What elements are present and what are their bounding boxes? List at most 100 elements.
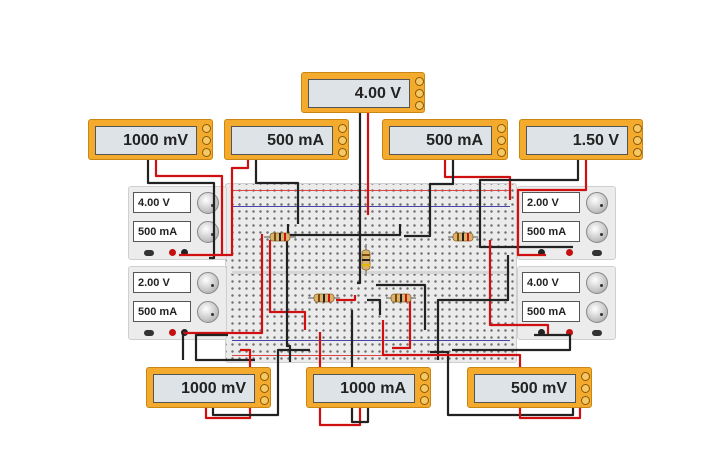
wire-black[interactable] (430, 350, 575, 417)
meter-display: 1000 mV (95, 126, 197, 155)
negative-terminal[interactable] (538, 329, 545, 336)
wire-red[interactable] (336, 295, 357, 302)
mode-button-a[interactable] (497, 124, 506, 133)
mode-button-a[interactable] (202, 124, 211, 133)
meter-display: 1.50 V (526, 126, 628, 155)
wire-red[interactable] (179, 160, 250, 257)
power-supply-left-bottom[interactable]: 2.00 V 500 mA (128, 266, 227, 340)
resistor[interactable] (308, 293, 340, 303)
negative-terminal[interactable] (181, 249, 188, 256)
wire-red[interactable] (516, 160, 588, 257)
psu-current-display: 500 mA (133, 221, 191, 242)
power-switch[interactable] (592, 250, 602, 256)
wire-red[interactable] (183, 234, 264, 335)
wire-black[interactable] (254, 160, 300, 224)
mode-button-a[interactable] (633, 124, 642, 133)
center-channel (232, 271, 510, 274)
power-switch[interactable] (592, 330, 602, 336)
multimeter-bottom-right[interactable]: 500 mV (467, 367, 592, 408)
negative-terminal[interactable] (538, 249, 545, 256)
current-knob[interactable] (586, 301, 608, 323)
voltage-knob[interactable] (586, 272, 608, 294)
power-switch[interactable] (144, 330, 154, 336)
mode-button-v[interactable] (581, 384, 590, 393)
mode-button-v[interactable] (420, 384, 429, 393)
wire-red[interactable] (443, 160, 512, 200)
meter-display: 1000 mA (313, 374, 415, 403)
mode-button-a[interactable] (415, 77, 424, 86)
mode-button-v[interactable] (633, 136, 642, 145)
current-knob[interactable] (586, 221, 608, 243)
wire-black[interactable] (194, 333, 255, 362)
power-supply-left-top[interactable]: 4.00 V 500 mA (128, 186, 227, 260)
mode-button-r[interactable] (202, 148, 211, 157)
wire-red[interactable] (488, 240, 550, 335)
multimeter-top-left-1[interactable]: 1000 mV (88, 119, 213, 160)
positive-terminal[interactable] (566, 249, 573, 256)
wire-red[interactable] (392, 300, 412, 350)
meter-display: 4.00 V (308, 79, 410, 108)
power-rail-bottom-positive (232, 355, 510, 356)
current-knob[interactable] (197, 301, 219, 323)
power-rail-bottom-negative (232, 340, 510, 341)
mode-button-a[interactable] (260, 372, 269, 381)
positive-terminal[interactable] (169, 249, 176, 256)
wire-black[interactable] (376, 283, 427, 330)
mode-button-a[interactable] (420, 372, 429, 381)
positive-terminal[interactable] (566, 329, 573, 336)
psu-voltage-display: 4.00 V (133, 192, 191, 213)
wire-black[interactable] (404, 160, 455, 238)
psu-voltage-display: 2.00 V (522, 192, 580, 213)
resistor[interactable] (264, 232, 296, 242)
mode-button-r[interactable] (338, 148, 347, 157)
wire-black[interactable] (146, 160, 216, 260)
mode-button-r[interactable] (581, 396, 590, 405)
resistor[interactable] (361, 244, 371, 276)
psu-voltage-display: 4.00 V (522, 272, 580, 293)
mode-button-r[interactable] (420, 396, 429, 405)
positive-terminal[interactable] (169, 329, 176, 336)
power-rail-top-positive (232, 190, 510, 191)
multimeter-top-right-2[interactable]: 1.50 V (519, 119, 643, 160)
voltage-knob[interactable] (197, 272, 219, 294)
multimeter-top-right-1[interactable]: 500 mA (382, 119, 508, 160)
resistor[interactable] (448, 232, 478, 242)
psu-current-display: 500 mA (133, 301, 191, 322)
multimeter-top-left-2[interactable]: 500 mA (224, 119, 349, 160)
psu-voltage-display: 2.00 V (133, 272, 191, 293)
wire-black[interactable] (350, 310, 370, 424)
wire-black[interactable] (452, 333, 572, 352)
wire-black[interactable] (478, 160, 580, 249)
multimeter-bottom-center[interactable]: 1000 mA (306, 367, 431, 408)
mode-button-r[interactable] (497, 148, 506, 157)
mode-button-a[interactable] (338, 124, 347, 133)
meter-display: 500 mA (389, 126, 492, 155)
mode-button-a[interactable] (581, 372, 590, 381)
mode-button-r[interactable] (415, 101, 424, 110)
wire-black[interactable] (211, 348, 310, 417)
power-switch[interactable] (144, 250, 154, 256)
wire-black[interactable] (367, 298, 382, 315)
psu-current-display: 500 mA (522, 221, 580, 242)
resistor[interactable] (386, 293, 416, 303)
mode-button-v[interactable] (338, 136, 347, 145)
meter-display: 1000 mV (153, 374, 255, 403)
wire-black[interactable] (436, 255, 510, 360)
wire-red[interactable] (204, 348, 252, 420)
mode-button-v[interactable] (415, 89, 424, 98)
voltage-knob[interactable] (586, 192, 608, 214)
mode-button-v[interactable] (260, 384, 269, 393)
mode-button-r[interactable] (633, 148, 642, 157)
mode-button-v[interactable] (202, 136, 211, 145)
mode-button-v[interactable] (497, 136, 506, 145)
multimeter-bottom-left[interactable]: 1000 mV (146, 367, 271, 408)
wire-black[interactable] (286, 224, 402, 237)
multimeter-top-center[interactable]: 4.00 V (301, 72, 425, 113)
wire-red[interactable] (154, 160, 224, 254)
power-supply-right-bottom[interactable]: 4.00 V 500 mA (517, 266, 616, 340)
wire-black[interactable] (357, 112, 362, 285)
meter-display: 500 mA (231, 126, 333, 155)
mode-button-r[interactable] (260, 396, 269, 405)
wire-black[interactable] (285, 238, 292, 362)
breadboard[interactable] (225, 183, 517, 363)
